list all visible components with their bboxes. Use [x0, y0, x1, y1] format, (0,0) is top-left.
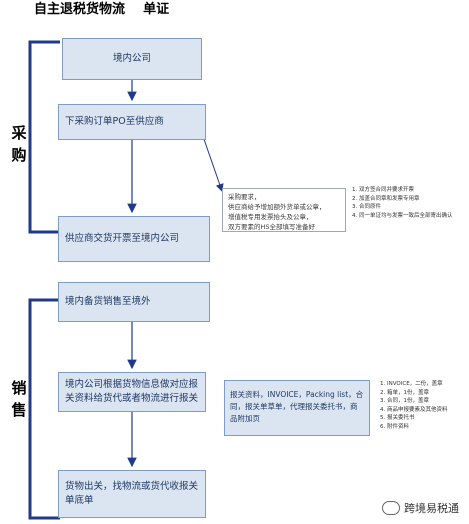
flow-box-text: 境内公司根据货物信息做对应报关资料给货代或者物流进行报关 — [65, 379, 199, 404]
flow-box-domestic-company: 境内公司 — [62, 38, 202, 80]
flow-box-sales-export: 境内备货销售至境外 — [58, 282, 210, 322]
flow-box-text: 境内备货销售至境外 — [65, 296, 151, 307]
note-line: 双方要素的HS全部填写准备好 — [228, 223, 316, 231]
wechat-icon — [382, 501, 400, 515]
note-line: 采购要求， — [228, 193, 261, 201]
flow-box-customs-clearance: 货物出关，找物流或货代收报关单底单 — [58, 470, 206, 518]
list-item: 3. 合同原件 — [352, 204, 381, 210]
flow-box-text: 境内公司 — [112, 53, 151, 64]
list-item: 4. 同一单证均与发票一致后全部寄出确认 — [352, 212, 453, 219]
section-purchase-char-1: 采 — [11, 124, 27, 142]
list-item: 6. 附件资料 — [380, 423, 409, 430]
list-item: 4. 商品申报要素及其他资料 — [380, 406, 448, 413]
list-item: 2. 箱单，1份，盖章 — [380, 389, 429, 396]
purchase-doc-list: 1. 双方签合同并要求开票 2. 加盖合同章和发票专用章 3. 合同原件 4. … — [352, 186, 464, 220]
flow-box-text: 供应商交货开票至境内公司 — [65, 233, 180, 244]
flow-box-text: 货物出关，找物流或货代收报关单底单 — [65, 481, 199, 506]
flow-box-text: 下采购订单PO至供应商 — [65, 116, 164, 127]
watermark-text: 跨境易税通 — [404, 502, 459, 515]
page-title: 自主退税货物流 单证 — [34, 2, 170, 17]
customs-docs-note: 报关资料，INVOICE，Packing list，合同，报关单草单，代理报关委… — [224, 380, 370, 436]
sales-bracket — [28, 298, 60, 520]
flow-box-supplier-delivery: 供应商交货开票至境内公司 — [58, 216, 210, 262]
section-purchase-label: 采 购 — [8, 122, 30, 166]
customs-doc-list: 1. INVOICE，二份，盖章 2. 箱单，1份，盖章 3. 合同，1份，盖章… — [380, 380, 466, 431]
purchase-requirements-note: 采购要求， 供应商给予增加额外货单或公章， 增值税专用发票抬头及公章， 双方要素… — [222, 188, 346, 232]
note-line: 供应商给予增加额外货单或公章， — [228, 203, 326, 211]
flow-box-purchase-order: 下采购订单PO至供应商 — [58, 104, 206, 140]
section-sales-char-1: 销 — [11, 379, 27, 397]
note-line: 增值税专用发票抬头及公章， — [228, 213, 313, 221]
note-text: 报关资料，INVOICE，Packing list，合同，报关单草单，代理报关委… — [230, 390, 364, 423]
section-purchase-char-2: 购 — [11, 146, 27, 164]
list-item: 1. 双方签合同并要求开票 — [352, 187, 414, 193]
list-item: 3. 合同，1份，盖章 — [380, 398, 429, 404]
section-sales-label: 销 售 — [8, 377, 30, 421]
purchase-bracket — [28, 40, 60, 234]
watermark: 跨境易税通 — [382, 500, 459, 516]
list-item: 1. INVOICE，二份，盖章 — [380, 381, 443, 387]
section-sales-char-2: 售 — [11, 401, 27, 419]
list-item: 5. 报关委托书 — [380, 415, 415, 421]
flow-box-customs-declaration: 境内公司根据货物信息做对应报关资料给货代或者物流进行报关 — [58, 372, 206, 412]
list-item: 2. 加盖合同章和发票专用章 — [352, 195, 420, 202]
